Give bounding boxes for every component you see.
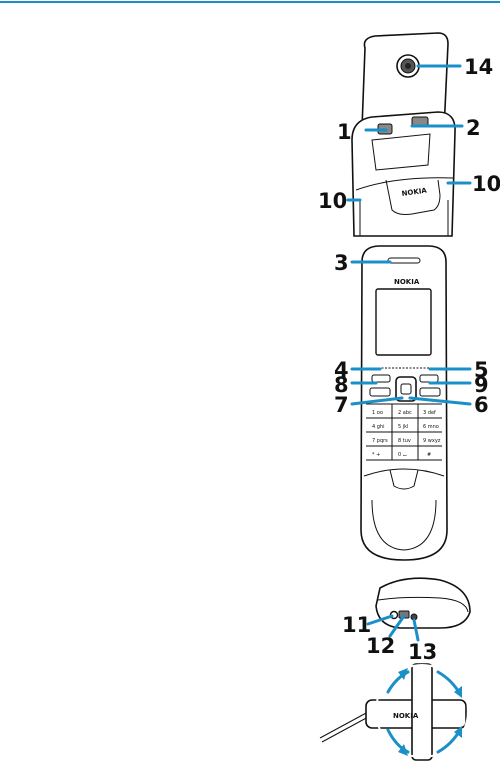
earpiece (388, 258, 420, 263)
key-star: * + (372, 452, 380, 458)
display (376, 289, 431, 355)
callout-3: 3 (334, 251, 349, 275)
callout-10-left: 10 (318, 189, 347, 213)
key-6: 6 mno (423, 424, 439, 430)
key-2: 2 abc (398, 410, 412, 416)
key-9: 9 wxyz (423, 438, 441, 444)
end-key (420, 388, 440, 396)
key-1: 1 oo (372, 410, 383, 416)
front-logo: NOKIA (394, 278, 420, 286)
left-selection-key (372, 375, 390, 382)
key-8: 8 tuv (398, 438, 411, 444)
phone-bottom-view (376, 578, 470, 628)
callout-2: 2 (466, 116, 481, 140)
callout-10-right: 10 (472, 172, 500, 196)
key-hash: # (427, 452, 431, 458)
callout-1: 1 (337, 120, 352, 144)
key-5: 5 jkl (398, 424, 408, 430)
callout-13: 13 (408, 640, 437, 664)
key-7: 7 pqrs (372, 438, 388, 444)
key-0: 0 ⌴ (398, 452, 407, 458)
callout-14: 14 (464, 55, 493, 79)
callout-6: 6 (474, 393, 489, 417)
call-key (370, 388, 390, 396)
key-4: 4 ghi (372, 424, 385, 430)
key-3: 3 def (423, 410, 436, 416)
callout-12: 12 (366, 634, 395, 658)
rotation-view: NOKIA (320, 664, 468, 760)
stand-logo: NOKIA (393, 712, 419, 720)
callout-7: 7 (334, 393, 349, 417)
phone-front-view: NOKIA 1 oo 2 abc 3 def 4 ghi 5 jkl 6 mno (361, 246, 447, 560)
keypad: 1 oo 2 abc 3 def 4 ghi 5 jkl 6 mno 7 pqr… (366, 404, 442, 460)
right-selection-key (420, 375, 438, 382)
phone-back-view: NOKIA (352, 33, 455, 236)
